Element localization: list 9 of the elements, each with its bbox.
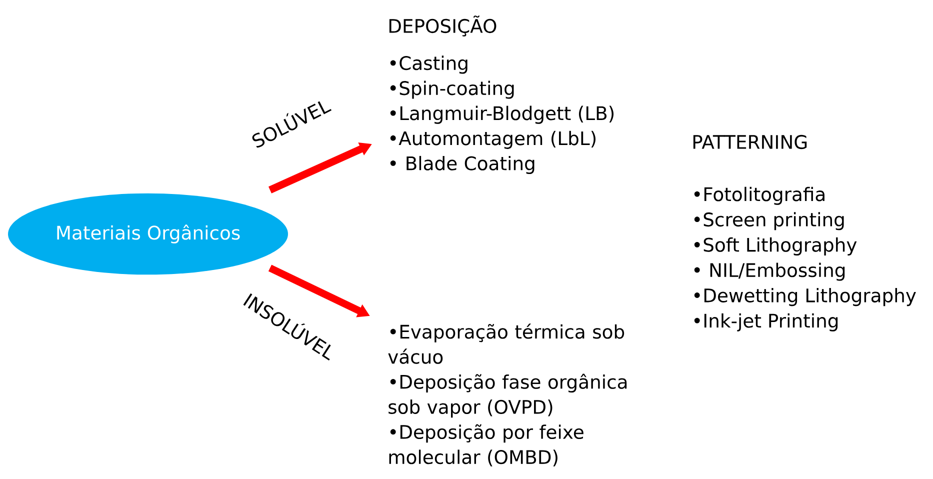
list-item: •Ink-jet Printing <box>694 313 838 332</box>
list-item: •Screen printing <box>694 212 844 230</box>
list-item: • NIL/Embossing <box>694 262 845 281</box>
heading: PATTERNING <box>693 134 807 150</box>
list-item: •Soft Lithography <box>694 237 857 256</box>
list-item: •Dewetting Lithography <box>694 288 916 306</box>
bullet-list: DEPOSIÇÃO •Casting •Spin-coating •Langmuir-Blodgett (LB) •Automontagem (LbL) • Blade Coating <box>389 16 614 174</box>
list-item: •Fotolitografia <box>694 186 824 205</box>
bullet-list: •Evaporação térmica sob vácuo •Deposição fase orgânica sob vapor (OVPD) •Deposição por feixe molecular (OMBD) <box>388 324 627 466</box>
